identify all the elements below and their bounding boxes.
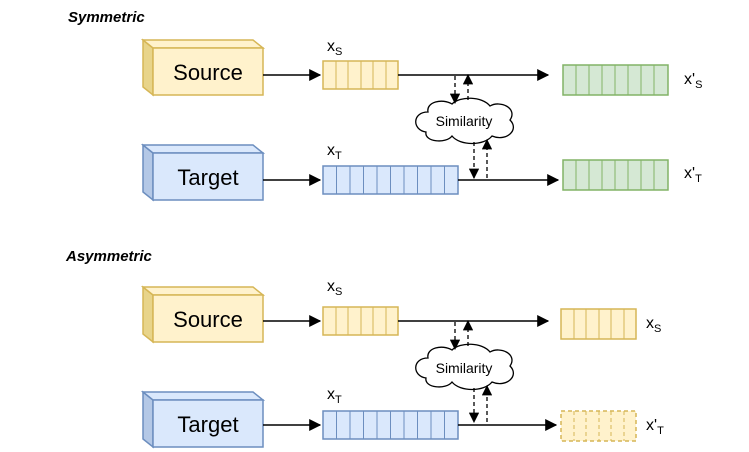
xt-vector-asym <box>322 410 459 440</box>
source-label-asym: Source <box>173 307 243 332</box>
xs-label-asym: xS <box>327 278 342 298</box>
source-box-asym: Source <box>140 285 266 344</box>
out-source-vector-asym <box>560 308 637 340</box>
target-box: Target <box>140 143 266 202</box>
xt-label-asym: xT <box>327 386 342 406</box>
similarity-cloud-asym: Similarity <box>415 343 515 391</box>
xs-vector <box>322 60 399 90</box>
source-box: Source <box>140 38 266 97</box>
section-title-symmetric: Symmetric <box>68 9 145 26</box>
out-source-vector <box>562 64 669 96</box>
out-source-label-asym: xS <box>646 315 661 335</box>
source-label: Source <box>173 60 243 85</box>
similarity-label: Similarity <box>436 113 493 129</box>
out-target-vector-asym <box>560 410 637 442</box>
out-target-vector <box>562 159 669 191</box>
out-source-label: x'S <box>684 71 702 91</box>
section-title-asymmetric: Asymmetric <box>65 248 153 265</box>
xs-vector-asym <box>322 306 399 336</box>
similarity-label-asym: Similarity <box>436 360 493 376</box>
similarity-cloud: Similarity <box>415 97 515 145</box>
out-target-label-asym: x'T <box>646 417 664 437</box>
section-symmetric: Symmetric Source xS <box>68 9 702 202</box>
xs-label: xS <box>327 38 342 58</box>
out-target-label: x'T <box>684 165 702 185</box>
xt-vector <box>322 165 459 195</box>
target-box-asym: Target <box>140 390 266 449</box>
section-asymmetric: Asymmetric Source xS xS <box>65 248 664 449</box>
target-label-asym: Target <box>177 412 238 437</box>
target-label: Target <box>177 165 238 190</box>
xt-label: xT <box>327 142 342 162</box>
